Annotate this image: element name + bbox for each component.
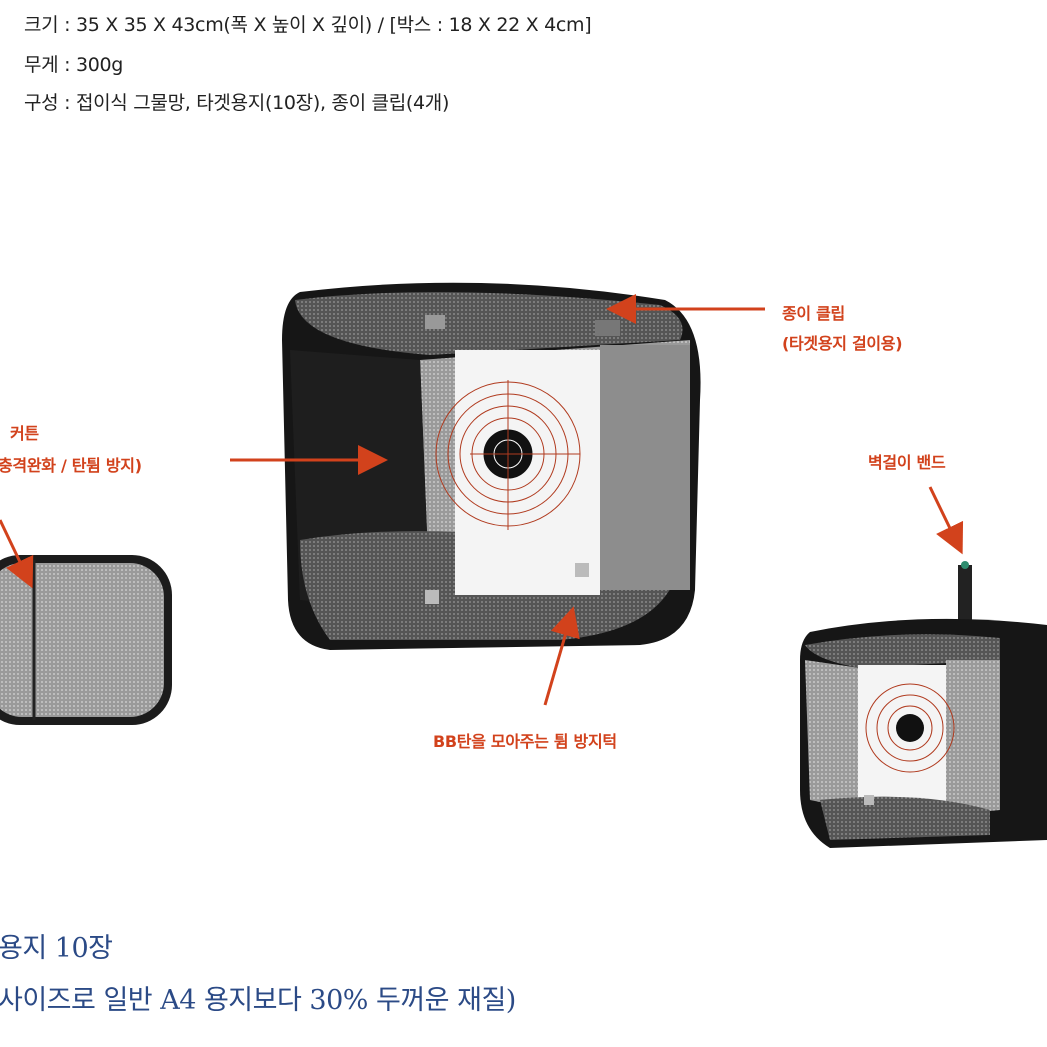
callout-curtain-sub: 충격완화 / 탄튐 방지) xyxy=(0,456,142,475)
target-face xyxy=(435,380,581,530)
folded-net-partial xyxy=(0,555,172,725)
arrow-folded xyxy=(0,519,34,589)
callout-tray: BB탄을 모아주는 튐 방지턱 xyxy=(433,732,617,751)
callout-arrows xyxy=(0,294,964,706)
main-target-box xyxy=(282,282,701,650)
callout-clip-title: 종이 클립 xyxy=(782,304,845,323)
hanging-target-box xyxy=(800,561,1047,848)
callout-wall-band: 벽걸이 밴드 xyxy=(868,453,946,472)
callout-clip-sub: (타겟용지 걸이용) xyxy=(782,334,903,353)
spec-size: 크기 : 35 X 35 X 43cm(폭 X 높이 X 깊이) / [박스 :… xyxy=(24,14,592,36)
bottom-line-1: 용지 10장 xyxy=(0,933,113,964)
arrow-tray xyxy=(543,606,580,706)
spec-weight: 무게 : 300g xyxy=(24,54,124,76)
arrow-wall-band xyxy=(928,486,964,555)
bottom-line-2: 사이즈로 일반 A4 용지보다 30% 두꺼운 재질) xyxy=(0,985,516,1016)
spec-contents: 구성 : 접이식 그물망, 타겟용지(10장), 종이 클립(4개) xyxy=(24,92,450,114)
callout-curtain-title: 커튼 xyxy=(10,424,39,443)
